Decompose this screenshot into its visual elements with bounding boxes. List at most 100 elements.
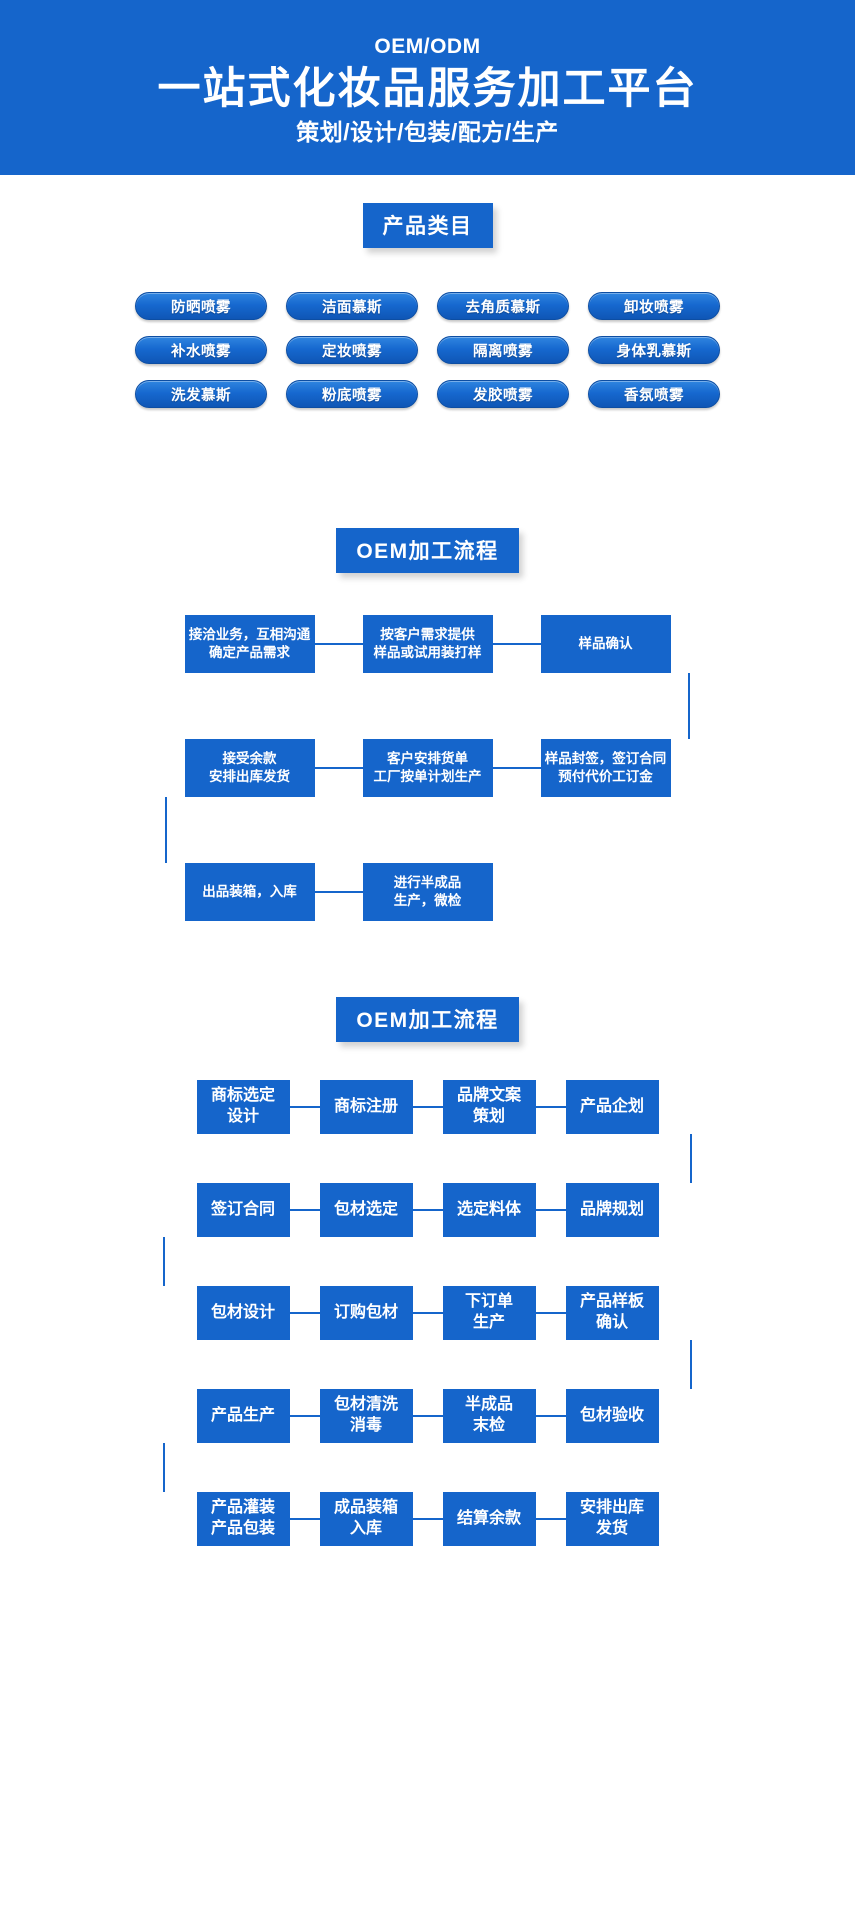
flow2-vline-r1-r2	[690, 1134, 692, 1183]
flow2-node-5[interactable]: 品牌规划	[565, 1183, 659, 1237]
flow1-node-7[interactable]: 出品装箱，入库	[184, 863, 315, 921]
category-pill[interactable]: 发胶喷雾	[437, 380, 569, 408]
category-pill[interactable]: 身体乳慕斯	[588, 336, 720, 364]
flow1-connector-1-2	[314, 643, 363, 645]
flow2-node-2[interactable]: 商标注册	[319, 1080, 413, 1134]
flow2-connector-r3-b	[412, 1312, 443, 1314]
flow2-connector-r1-c	[535, 1106, 566, 1108]
category-pill[interactable]: 去角质慕斯	[437, 292, 569, 320]
flow2-node-13[interactable]: 包材验收	[565, 1389, 659, 1443]
flow1-node-4-line1: 样品封签，签订合同	[544, 751, 667, 767]
flow1-node-4-line2: 预付代价工订金	[558, 769, 653, 784]
header-banner: OEM/ODM 一站式化妆品服务加工平台 策划/设计/包装/配方/生产	[0, 0, 855, 175]
flow1-node-6-line1: 接受余款	[222, 751, 277, 767]
flow2-node-4-line1: 产品企划	[579, 1097, 644, 1115]
flow2-connector-r2-b	[412, 1209, 443, 1211]
spacer	[0, 935, 855, 997]
flow1-connector-2-3	[492, 643, 541, 645]
flow2-node-9-line1: 包材设计	[210, 1303, 275, 1321]
pill-row: 洗发慕斯 粉底喷雾 发胶喷雾 香氛喷雾	[135, 380, 720, 408]
flow1-node-3[interactable]: 样品确认	[540, 615, 671, 673]
category-pill[interactable]: 补水喷雾	[135, 336, 267, 364]
flow2-row-3: 包材设计 订购包材 下订单 生产 产品样板 确认	[0, 1286, 855, 1340]
flow1-connector-4-5	[492, 767, 541, 769]
spacer	[0, 408, 855, 528]
flow1-node-5[interactable]: 客户安排货单 工厂按单计划生产	[362, 739, 493, 797]
oem-process-flowchart-1: 接洽业务，互相沟通 确定产品需求 按客户需求提供 样品或试用装打样 样品确认 接…	[0, 615, 855, 935]
flow2-node-14[interactable]: 半成品 末检	[442, 1389, 536, 1443]
flow1-node-1[interactable]: 接洽业务，互相沟通 确定产品需求	[184, 615, 315, 673]
category-pill[interactable]: 隔离喷雾	[437, 336, 569, 364]
flow1-node-8[interactable]: 进行半成品 生产，微检	[362, 863, 493, 921]
flow2-node-9[interactable]: 包材设计	[196, 1286, 290, 1340]
flow2-connector-r1-a	[289, 1106, 320, 1108]
category-pill[interactable]: 香氛喷雾	[588, 380, 720, 408]
flow2-node-6[interactable]: 选定料体	[442, 1183, 536, 1237]
flow2-node-1-line1: 商标选定	[210, 1087, 275, 1105]
flow2-node-7-line1: 包材选定	[333, 1200, 398, 1218]
flow2-heading-wrap: OEM加工流程	[0, 997, 855, 1042]
flow2-node-13-line1: 包材验收	[579, 1406, 644, 1424]
flow1-node-6[interactable]: 接受余款 安排出库发货	[184, 739, 315, 797]
flow2-connector-r3-a	[289, 1312, 320, 1314]
flow2-node-16-line1: 产品生产	[210, 1406, 275, 1424]
flow1-node-5-line1: 客户安排货单	[387, 751, 468, 767]
flow2-node-16[interactable]: 产品生产	[196, 1389, 290, 1443]
flow2-node-6-line1: 选定料体	[456, 1200, 521, 1218]
flow2-node-14-line1: 半成品	[464, 1396, 513, 1414]
product-categories-heading-wrap: 产品类目	[0, 203, 855, 248]
product-category-pill-grid: 防晒喷雾 洁面慕斯 去角质慕斯 卸妆喷雾 补水喷雾 定妆喷雾 隔离喷雾 身体乳慕…	[0, 292, 855, 408]
flow1-heading-wrap: OEM加工流程	[0, 528, 855, 573]
flow2-node-3[interactable]: 品牌文案 策划	[442, 1080, 536, 1134]
flow2-row-2: 签订合同 包材选定 选定料体 品牌规划	[0, 1183, 855, 1237]
category-pill[interactable]: 洁面慕斯	[286, 292, 418, 320]
product-categories-heading: 产品类目	[362, 203, 493, 248]
flow2-connector-r1-b	[412, 1106, 443, 1108]
flow2-node-11[interactable]: 下订单 生产	[442, 1286, 536, 1340]
category-pill[interactable]: 卸妆喷雾	[588, 292, 720, 320]
category-pill[interactable]: 洗发慕斯	[135, 380, 267, 408]
flow2-connector-r4-c	[535, 1415, 566, 1417]
flow1-node-2-line1: 按客户需求提供	[380, 627, 475, 643]
flow2-node-18[interactable]: 成品装箱 入库	[319, 1492, 413, 1546]
flow2-connector-r5-c	[535, 1518, 566, 1520]
flow1-row-2: 接受余款 安排出库发货 客户安排货单 工厂按单计划生产 样品封签，签订合同 预付…	[0, 739, 855, 797]
category-pill[interactable]: 粉底喷雾	[286, 380, 418, 408]
flow2-node-14-line2: 末检	[472, 1417, 505, 1434]
flow1-node-2-line2: 样品或试用装打样	[373, 645, 482, 660]
flow2-node-10[interactable]: 订购包材	[319, 1286, 413, 1340]
flow1-node-6-line2: 安排出库发货	[209, 769, 290, 784]
flow1-node-2[interactable]: 按客户需求提供 样品或试用装打样	[362, 615, 493, 673]
flow2-connector-r5-b	[412, 1518, 443, 1520]
banner-title: 一站式化妆品服务加工平台	[157, 65, 698, 114]
flow2-node-17-line2: 产品包装	[210, 1520, 275, 1537]
banner-subtitle: 策划/设计/包装/配方/生产	[296, 119, 559, 146]
oem-process-flowchart-2: 商标选定 设计 商标注册 品牌文案 策划 产品企划 签订合同 包材选定	[0, 1080, 855, 1600]
category-pill[interactable]: 防晒喷雾	[135, 292, 267, 320]
flow2-vline-r2-r3	[163, 1237, 165, 1286]
flow2-node-15[interactable]: 包材清洗 消毒	[319, 1389, 413, 1443]
flow2-connector-r4-a	[289, 1415, 320, 1417]
flow2-node-4[interactable]: 产品企划	[565, 1080, 659, 1134]
pill-row: 补水喷雾 定妆喷雾 隔离喷雾 身体乳慕斯	[135, 336, 720, 364]
flow2-node-7[interactable]: 包材选定	[319, 1183, 413, 1237]
flow2-node-18-line2: 入库	[349, 1520, 382, 1537]
flow1-row-1: 接洽业务，互相沟通 确定产品需求 按客户需求提供 样品或试用装打样 样品确认	[0, 615, 855, 673]
flow2-node-8[interactable]: 签订合同	[196, 1183, 290, 1237]
category-pill[interactable]: 定妆喷雾	[286, 336, 418, 364]
flow2-node-12-line2: 确认	[595, 1314, 628, 1331]
flow1-node-1-line2: 确定产品需求	[209, 645, 290, 660]
flow1-node-4[interactable]: 样品封签，签订合同 预付代价工订金	[540, 739, 671, 797]
flow2-node-11-line2: 生产	[472, 1314, 505, 1331]
flow1-spacer	[493, 891, 541, 893]
flow1-node-8-line2: 生产，微检	[393, 893, 462, 908]
flow1-connector-7-8	[314, 891, 363, 893]
flow2-node-12[interactable]: 产品样板 确认	[565, 1286, 659, 1340]
flow2-node-17-line1: 产品灌装	[210, 1499, 275, 1517]
flow2-node-1[interactable]: 商标选定 设计	[196, 1080, 290, 1134]
flow2-node-20[interactable]: 安排出库 发货	[565, 1492, 659, 1546]
flow2-node-10-line1: 订购包材	[333, 1303, 398, 1321]
flow2-node-20-line2: 发货	[595, 1520, 628, 1537]
flow2-node-19[interactable]: 结算余款	[442, 1492, 536, 1546]
flow2-node-17[interactable]: 产品灌装 产品包装	[196, 1492, 290, 1546]
